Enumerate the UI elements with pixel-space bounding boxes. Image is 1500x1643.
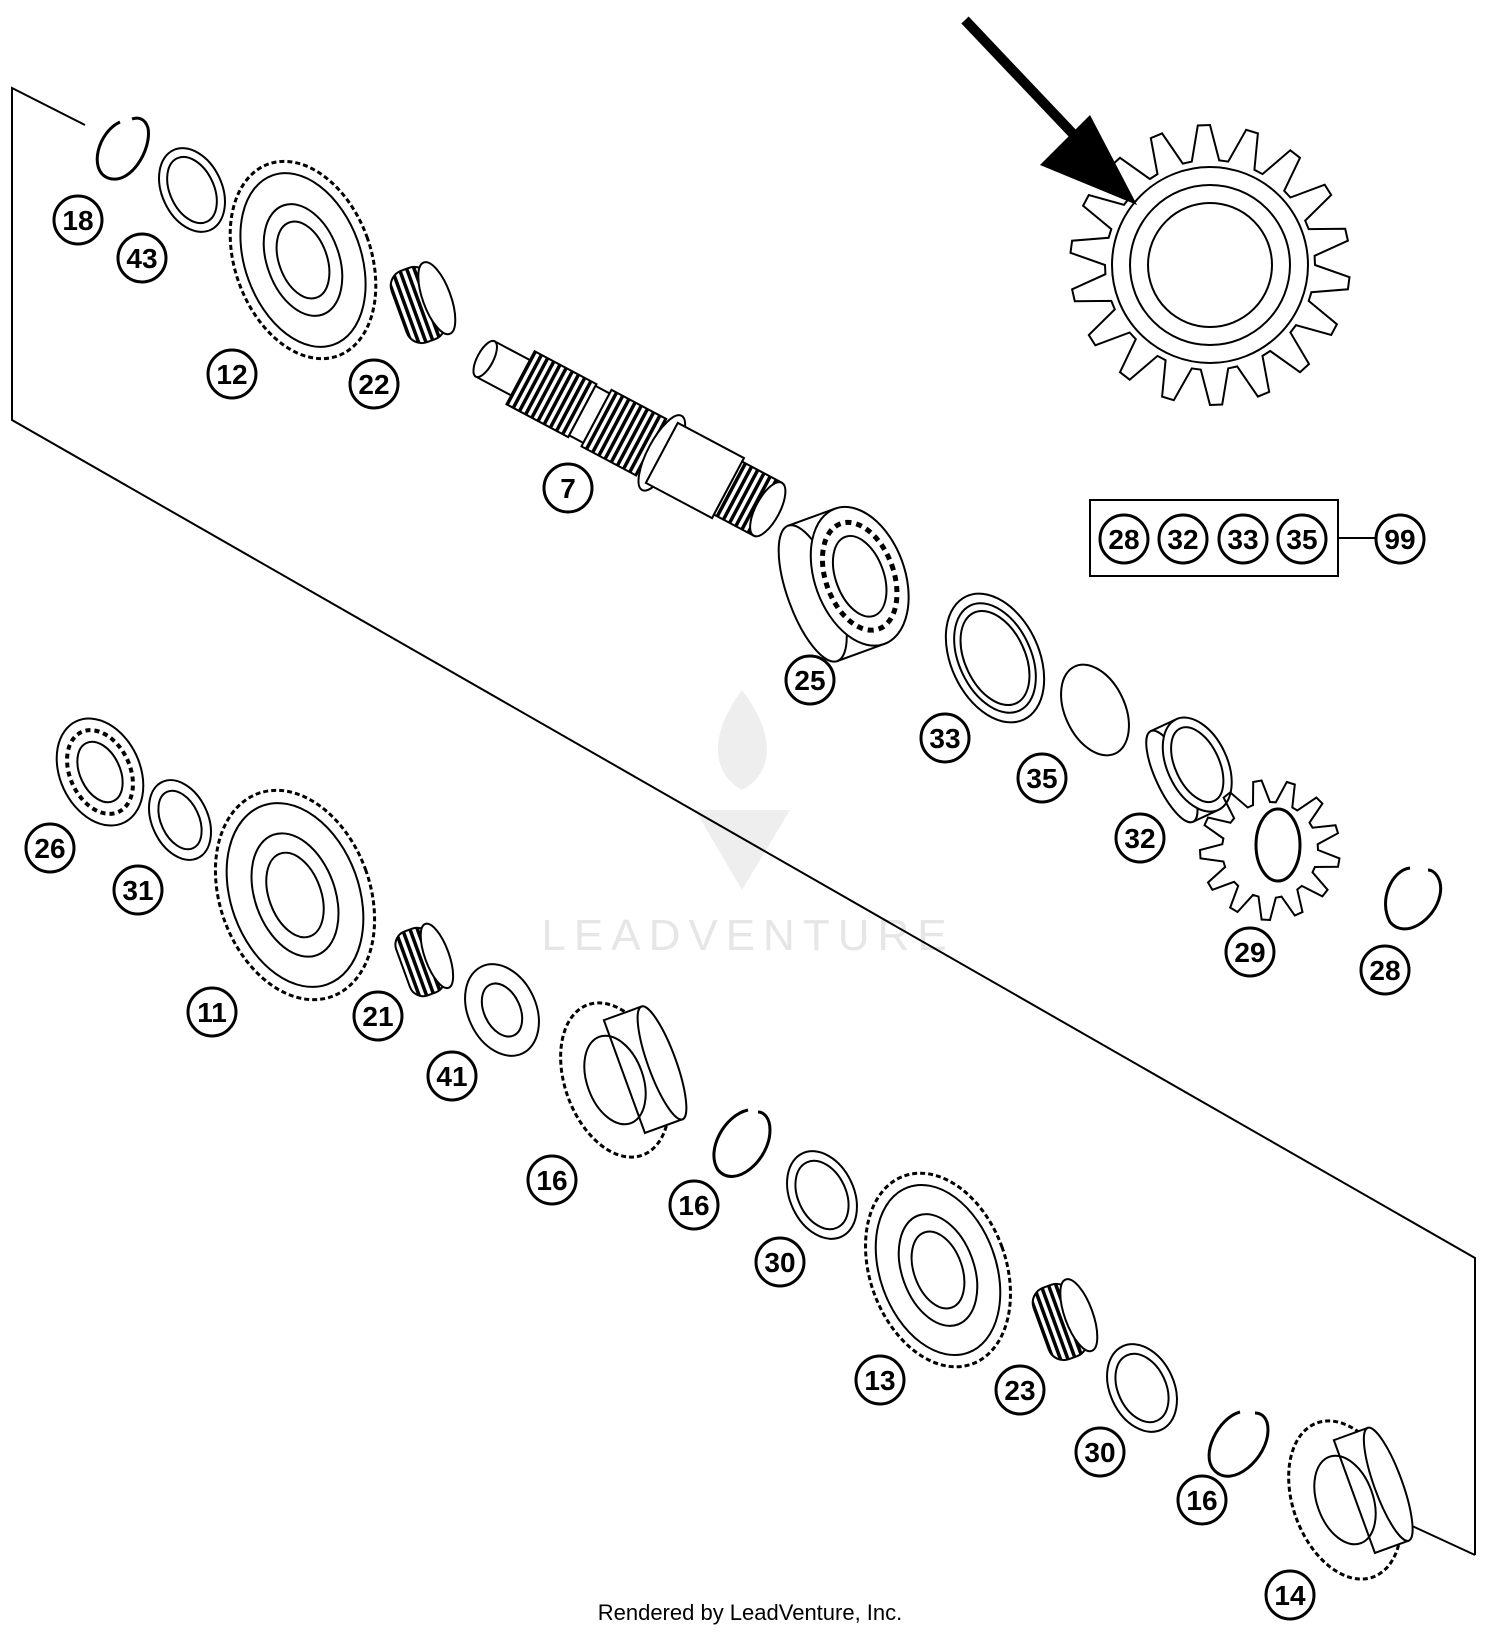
gear-13 [864,1171,1012,1369]
needle-bearing-21 [394,922,455,998]
washer-43 [158,147,226,233]
kit-part-label: 35 [1286,524,1317,555]
kit-box: 28 32 33 35 99 [1089,499,1426,577]
callout-26: 26 [24,822,76,874]
spacer-bushing-32 [1145,716,1233,824]
callout-35: 35 [1016,752,1068,804]
callout-22: 22 [348,358,400,410]
callout-12: 12 [206,348,258,400]
washer-41 [464,963,540,1057]
callout-25: 25 [784,654,836,706]
bearing-26 [55,717,145,827]
callout-label: 35 [1026,763,1057,794]
callout-label: 14 [1274,1580,1306,1611]
callout-30-b: 30 [1074,1426,1126,1478]
callout-label: 30 [1084,1437,1115,1468]
callout-label: 16 [678,1190,709,1221]
callout-label: 25 [794,665,825,696]
circlip-28 [1384,866,1443,931]
callout-label: 41 [436,1061,467,1092]
callout-7: 7 [542,462,594,514]
callout-41: 41 [426,1050,478,1102]
assembly-frame-lines [11,86,1476,1556]
kit-part-callout [1276,513,1328,565]
kit-part-label: 32 [1167,524,1198,555]
needle-bearing-23 [1031,1278,1099,1362]
callout-label: 22 [358,369,389,400]
callout-16-b: 16 [668,1179,720,1231]
gear-detail-view [1069,123,1351,407]
callout-label: 32 [1124,823,1155,854]
washer-30-b [1106,1343,1178,1433]
callout-29: 29 [1224,926,1276,978]
circlip-18 [95,116,150,181]
callout-label: 43 [126,243,157,274]
kit-part-label: 33 [1227,524,1258,555]
kit-part-label: 28 [1108,524,1139,555]
callout-label: 16 [536,1165,567,1196]
main-shaft-7 [472,339,787,538]
callout-label: 7 [560,473,576,504]
washer-30-a [786,1150,858,1240]
o-ring-35 [1060,663,1130,757]
kit-part-callout [1217,513,1269,565]
gear-11 [213,788,377,1002]
watermark-text: LEADVENTURE [541,911,954,960]
callout-label: 18 [62,205,93,236]
callout-label: 28 [1369,955,1400,986]
callout-label: 31 [122,875,153,906]
callout-31: 31 [112,864,164,916]
callout-label: 30 [764,1247,795,1278]
gear-12 [228,159,378,361]
callout-label: 33 [929,723,960,754]
callout-30-a: 30 [754,1236,806,1288]
needle-bearing-22 [389,261,457,345]
washer-31 [148,779,212,861]
leadventure-watermark: LEADVENTURE [541,690,954,960]
sprocket-teeth [1198,779,1341,922]
callout-33: 33 [919,712,971,764]
callout-label: 26 [34,833,65,864]
callout-label: 21 [362,1001,393,1032]
callout-14: 14 [1264,1569,1316,1621]
callout-21: 21 [352,990,404,1042]
gear-16 [559,1001,688,1159]
callout-43: 43 [116,232,168,284]
callout-label: 12 [216,359,247,390]
callout-label: 16 [1186,1485,1217,1516]
gear-detail-teeth [1069,123,1351,407]
sprocket-29 [1198,779,1341,922]
ball-bearing-25 [777,505,910,663]
kit-number-callout [1374,513,1426,565]
callout-11: 11 [186,986,238,1038]
gear-14 [1287,1419,1414,1581]
sprocket-hub [1254,807,1302,883]
callout-13: 13 [854,1354,906,1406]
kit-part-callout [1098,513,1150,565]
callout-label: 13 [864,1365,895,1396]
kit-part-callout [1157,513,1209,565]
callout-18: 18 [52,194,104,246]
callout-label: 29 [1234,937,1265,968]
callout-23: 23 [994,1364,1046,1416]
callout-32: 32 [1114,812,1166,864]
render-credit: Rendered by LeadVenture, Inc. [597,1600,903,1625]
callout-label: 11 [197,997,227,1028]
arrow-icon [961,16,1137,205]
callout-16-c: 16 [1176,1474,1228,1526]
callout-28: 28 [1359,944,1411,996]
callout-label: 23 [1004,1375,1035,1406]
circlip-16-a [712,1108,772,1178]
kit-number-label: 99 [1384,524,1415,555]
callout-group: 18 43 12 22 7 25 33 35 32 29 28 26 31 11… [24,194,1411,1621]
circlip-16-c [1207,1410,1270,1478]
callout-16-a: 16 [526,1154,578,1206]
